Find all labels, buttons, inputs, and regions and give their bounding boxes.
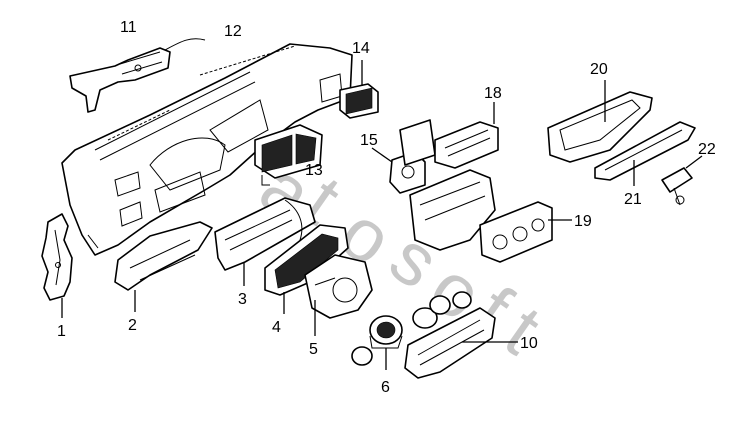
callout-2: 2 <box>128 317 137 334</box>
callout-21: 21 <box>624 191 642 208</box>
callout-19: 19 <box>574 213 592 230</box>
part-2-lower-panel <box>114 221 213 312</box>
part-11-bracket <box>69 38 206 113</box>
part-10-cluster-lens <box>404 291 518 379</box>
callout-5: 5 <box>309 341 318 358</box>
callout-1: 1 <box>57 323 66 340</box>
callout-22: 22 <box>698 141 716 158</box>
callout-13: 13 <box>305 162 323 179</box>
callout-15: 15 <box>360 132 378 149</box>
callout-10: 10 <box>520 335 538 352</box>
part-22-lock-cylinder <box>661 155 703 206</box>
callout-18: 18 <box>484 85 502 102</box>
callout-20: 20 <box>590 61 608 78</box>
part-18-vent <box>434 102 499 169</box>
callout-14: 14 <box>352 40 370 57</box>
part-3-cover <box>214 197 316 286</box>
part-19-control-panel <box>479 201 572 263</box>
part-20-glove-box <box>547 80 653 163</box>
part-13-center-vent <box>254 124 323 186</box>
callout-11: 11 <box>120 19 137 36</box>
part-14-vent <box>339 60 379 119</box>
callout-12: 12 <box>224 23 242 40</box>
callout-4: 4 <box>272 319 281 336</box>
part-12-dashboard-panel <box>61 43 353 256</box>
part-6-knob <box>351 315 403 370</box>
part-21-trim-strip <box>594 121 696 186</box>
part-5-bracket <box>304 254 373 336</box>
callout-labels: 11 12 14 13 15 18 20 22 21 19 10 6 5 4 3… <box>57 19 716 396</box>
part-1-side-bracket <box>41 213 73 318</box>
callout-6: 6 <box>381 379 390 396</box>
callout-3: 3 <box>238 291 247 308</box>
